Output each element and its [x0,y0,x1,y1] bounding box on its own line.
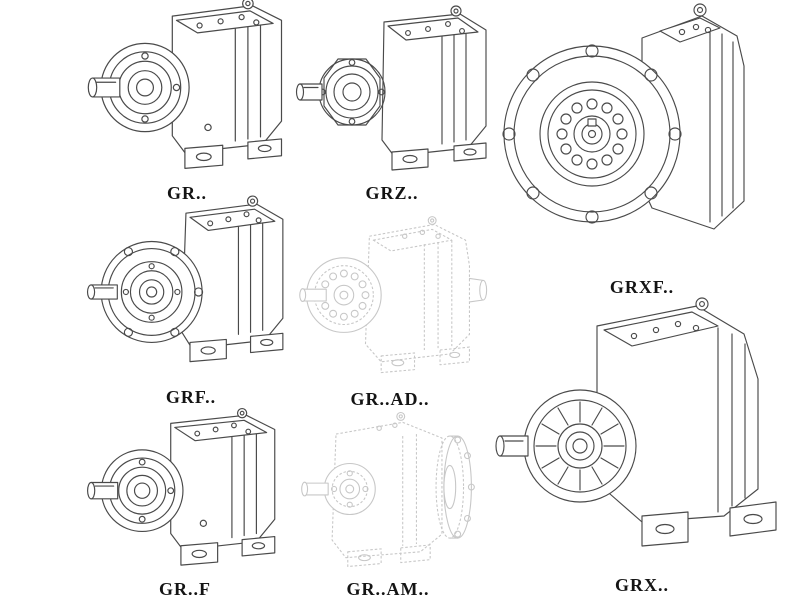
figure-label-gr: GR.. [167,183,207,203]
figure-label-grf: GRF.. [165,387,217,407]
figure-label-gr-f: GR..F [159,579,211,599]
gearbox-gr-ad-svg [299,215,488,373]
gearbox-gr-svg [87,0,283,169]
figure-gr: GR.. [82,0,292,204]
figure-grxf: GRXF.. [492,2,792,298]
gearbox-grz-svg [295,5,487,171]
figure-gr-am: GR..AM.. [285,408,491,600]
gearbox-gr-am-drawing-icon [285,387,491,578]
gearbox-gr-ad-drawing-icon [287,197,493,388]
gearbox-gr-f-svg [87,407,276,566]
figure-label-gr-am: GR..AM.. [346,579,430,599]
gearbox-grx-svg [495,297,777,547]
figure-label-grxf: GRXF.. [609,277,675,297]
gearbox-grf-svg [86,195,284,363]
figure-gr-f: GR..F [83,407,287,600]
gearbox-grf-drawing-icon [85,189,297,386]
figure-label-gr-ad: GR..AD.. [350,389,430,409]
figure-grz: GRZ.. [292,4,492,204]
figure-label-grx: GRX.. [615,575,669,595]
figure-label-grz: GRZ.. [365,183,419,203]
gearbox-grxf-svg [502,3,745,230]
gearbox-gr-drawing-icon [82,0,292,182]
gearbox-gr-f-drawing-icon [83,405,287,578]
figure-grf: GRF.. [85,195,297,408]
figure-grx: GRX.. [492,297,792,596]
gearbox-grx-drawing-icon [492,284,792,574]
gearbox-grxf-drawing-icon [492,0,792,276]
gearbox-gr-am-svg [301,411,475,567]
figure-gr-ad: GR..AD.. [287,210,493,410]
gearbox-grz-drawing-icon [292,2,492,182]
